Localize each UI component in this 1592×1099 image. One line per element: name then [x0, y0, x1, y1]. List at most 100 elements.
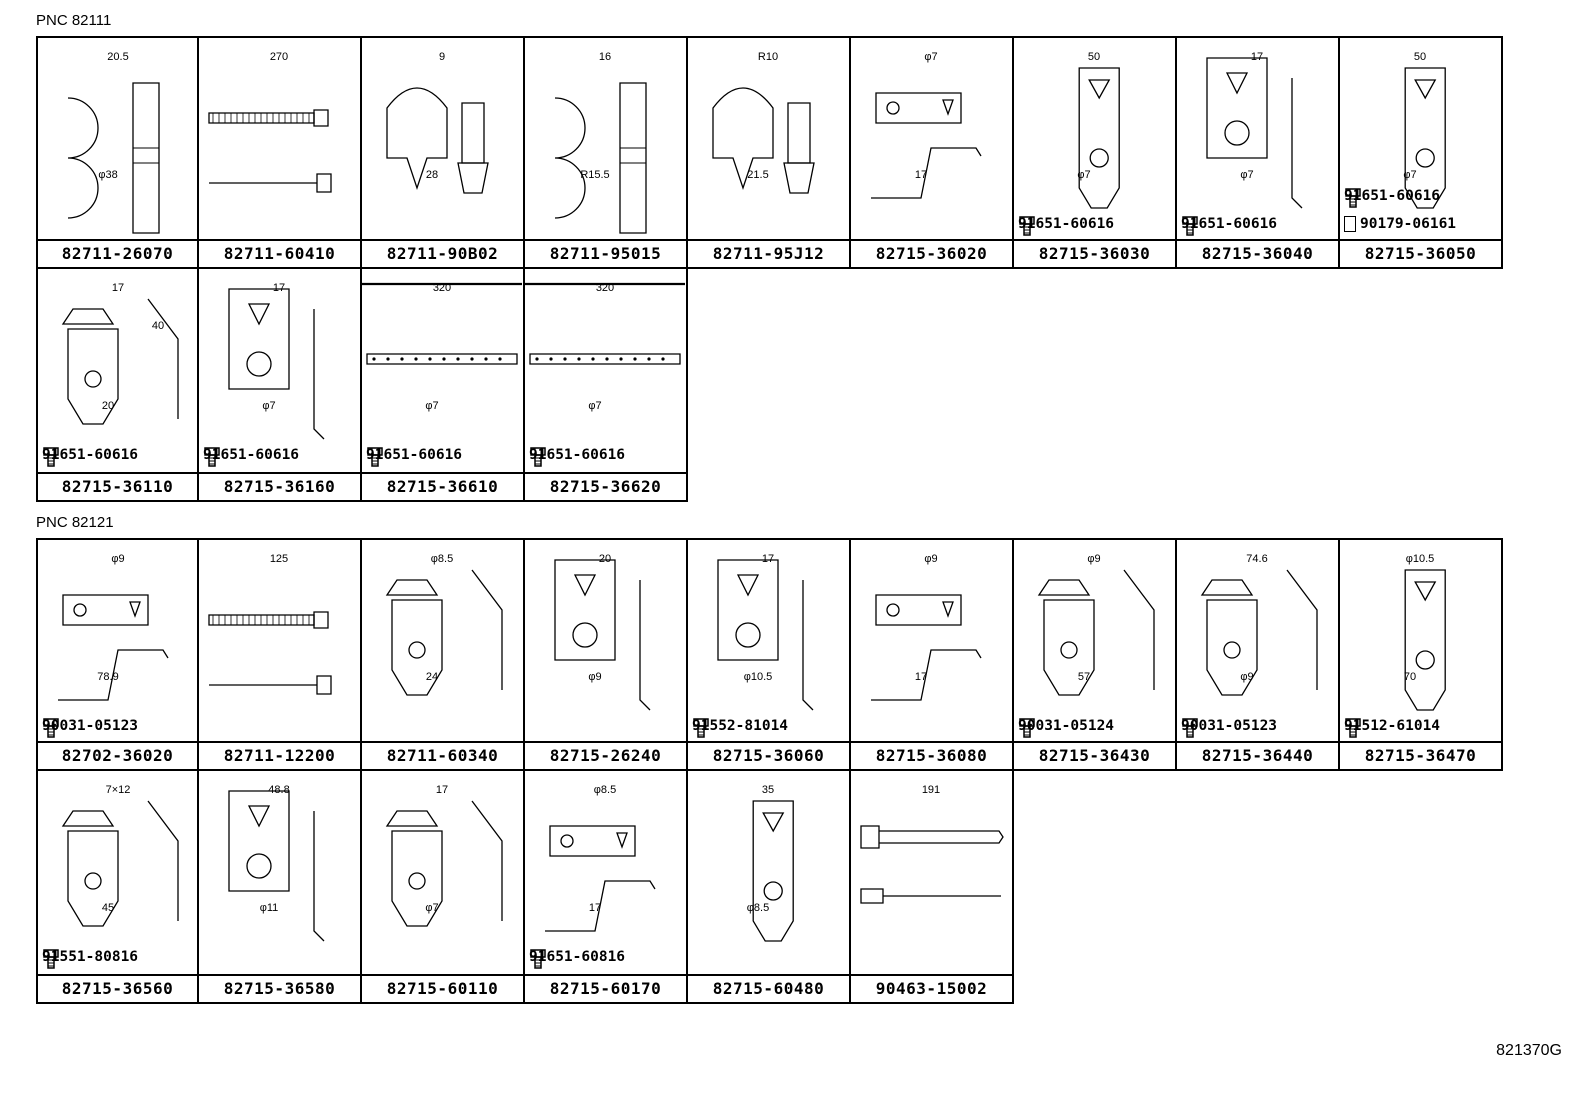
bolt-part-number[interactable]: 90031-05123 [1181, 718, 1278, 734]
bolt-part-number[interactable]: 91552-81014 [692, 718, 789, 734]
part-number[interactable]: 82715-36620 [525, 472, 686, 500]
bolt-part-number[interactable]: 91651-60616 [366, 447, 463, 463]
part-number[interactable]: 82715-36030 [1014, 239, 1175, 267]
part-number[interactable]: 82715-36050 [1340, 239, 1501, 267]
bolt-part-number[interactable]: 90031-05124 [1018, 718, 1115, 734]
part-drawing: φ8.524 [362, 553, 523, 745]
bolt-part-number[interactable]: 90031-05123 [42, 718, 139, 734]
part-number[interactable]: 90463-15002 [851, 974, 1012, 1002]
bolt-callout: 91651-60616 [42, 447, 138, 463]
bolt-part-number[interactable]: 91651-60616 [203, 447, 300, 463]
part-drawing: 928 [362, 51, 523, 243]
part-number[interactable]: 82715-36110 [38, 472, 197, 500]
part-number[interactable]: 82711-95015 [525, 239, 686, 267]
part-number[interactable]: 82715-60480 [688, 974, 849, 1002]
part-number[interactable]: 82711-12200 [199, 741, 360, 769]
part-number[interactable]: 82715-36470 [1340, 741, 1501, 769]
bolt-callout: 90031-05123 [1181, 718, 1277, 734]
part-number[interactable]: 82715-60110 [362, 974, 523, 1002]
part-number[interactable]: 82715-36440 [1177, 741, 1338, 769]
part-number[interactable]: 82715-36020 [851, 239, 1012, 267]
bolt-part-number[interactable]: 91651-60816 [529, 949, 626, 965]
bolt-icon [692, 718, 710, 738]
dimension-label: φ7 [924, 51, 937, 63]
part-drawing: φ8.517 [525, 784, 686, 976]
bolt-part-number[interactable]: 91651-60616 [529, 447, 626, 463]
dimension-label: φ8.5 [747, 902, 769, 914]
pnc-label-82111: PNC 82111 [36, 12, 112, 29]
part-number[interactable]: 82715-36580 [199, 974, 360, 1002]
pnc-label-82121: PNC 82121 [36, 514, 114, 531]
part-number[interactable]: 82715-36430 [1014, 741, 1175, 769]
part-number[interactable]: 82715-26240 [525, 741, 686, 769]
washer-part-number[interactable]: 90179-06161 [1360, 216, 1457, 232]
part-number[interactable]: 82715-60170 [525, 974, 686, 1002]
part-number[interactable]: 82715-36560 [38, 974, 197, 1002]
part-number[interactable]: 82711-60410 [199, 239, 360, 267]
bolt-part-number[interactable]: 91651-60616 [42, 447, 139, 463]
dimension-label: φ9 [111, 553, 124, 565]
bolt-part-number[interactable]: 91512-61014 [1344, 718, 1441, 734]
bolt-callout: 90031-05123 [42, 718, 138, 734]
bolt-part-number[interactable]: 91651-60616 [1181, 216, 1278, 232]
bolt-part-number[interactable]: 91551-80816 [42, 949, 139, 965]
part-number[interactable]: 82715-36610 [362, 472, 523, 500]
part-number[interactable]: 82715-36060 [688, 741, 849, 769]
part-number[interactable]: 82715-36080 [851, 741, 1012, 769]
part-number[interactable]: 82702-36020 [38, 741, 197, 769]
dimension-label: φ9 [588, 671, 601, 683]
bolt-icon [1181, 216, 1199, 236]
part-number[interactable]: 82711-26070 [38, 239, 197, 267]
part-number[interactable]: 82715-36160 [199, 472, 360, 500]
bolt-icon [529, 447, 547, 467]
dimension-label: φ8.5 [594, 784, 616, 796]
washer-icon [1344, 216, 1356, 232]
part-number[interactable]: 82711-60340 [362, 741, 523, 769]
bolt-part-number[interactable]: 91651-60616 [1344, 188, 1441, 204]
bolt-part-number[interactable]: 91651-60616 [1018, 216, 1115, 232]
dimension-label: 17 [1251, 51, 1263, 63]
part-number[interactable]: 82715-36040 [1177, 239, 1338, 267]
dimension-label: 125 [270, 553, 288, 565]
bolt-callout: 91651-60616 [1344, 188, 1440, 204]
part-number[interactable]: 82711-95J12 [688, 239, 849, 267]
part-number[interactable]: 82711-90B02 [362, 239, 523, 267]
dimension-label: φ10.5 [744, 671, 773, 683]
part-cell[interactable]: 125 82711-12200 [199, 538, 362, 771]
bolt-icon [42, 718, 60, 738]
